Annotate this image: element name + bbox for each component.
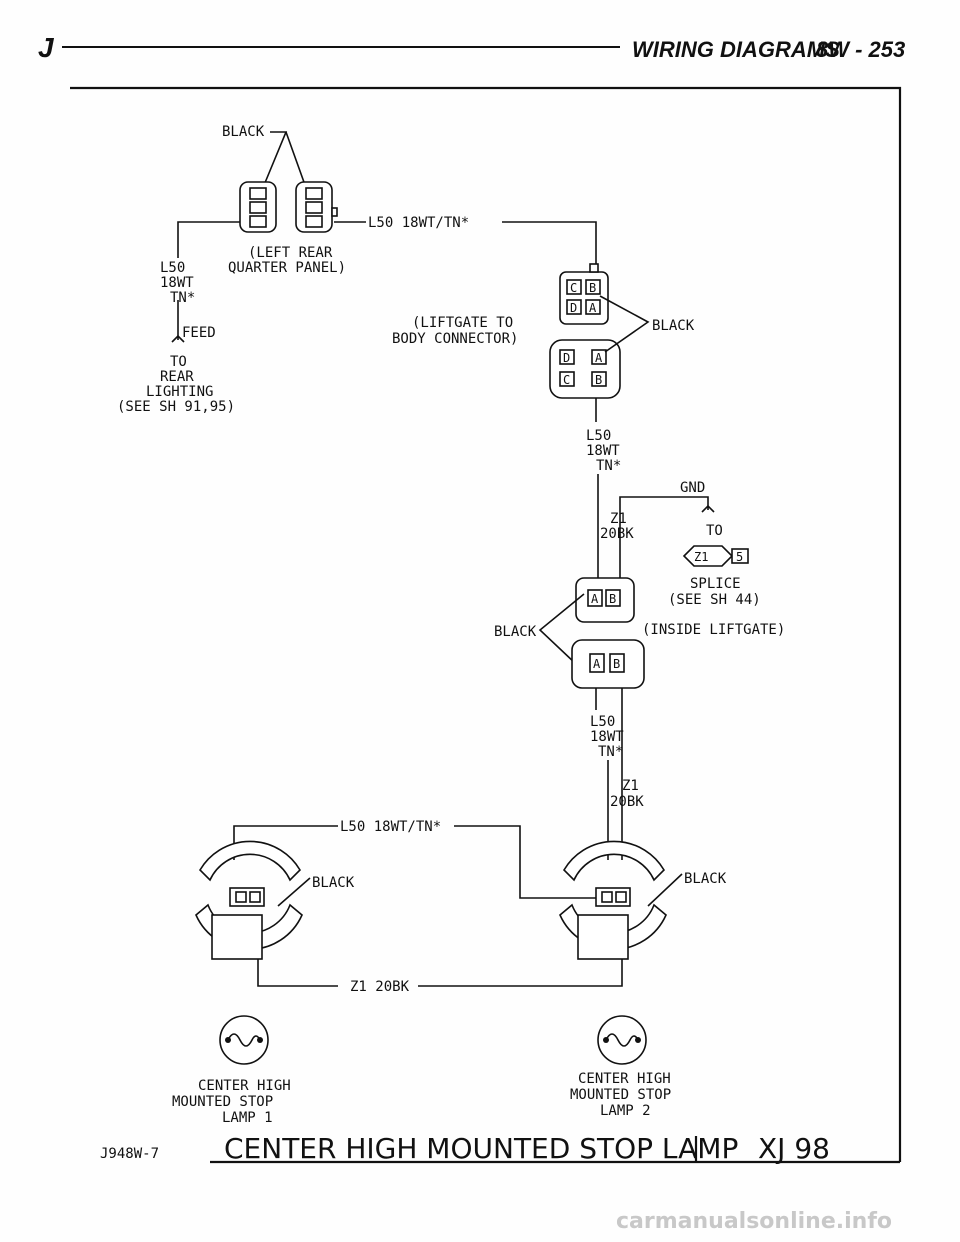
liftgate-label-1: (LIFTGATE TO [412,315,513,331]
svg-text:5: 5 [736,550,743,564]
frame-border [70,86,902,1162]
gnd-label: GND [680,480,705,496]
l50-mid-label-1: L50 [586,428,611,444]
svg-text:B: B [595,373,602,387]
leader-black-liftgate [599,295,650,353]
l50-low-label-3: TN* [598,744,623,760]
footer-model: XJ 98 [758,1132,830,1165]
svg-text:D: D [563,351,570,365]
to-splice-label: TO [706,523,723,539]
gnd-arrow [701,504,715,513]
svg-text:A: A [589,301,597,315]
to-rear-label-4: (SEE SH 91,95) [117,399,235,415]
svg-text:Z1: Z1 [694,550,708,564]
leader-black-mid [538,593,585,665]
left-quarter-connector-a [239,181,277,233]
to-rear-label-3: LIGHTING [146,384,213,400]
inside-liftgate-label: (INSIDE LIFTGATE) [642,622,785,638]
feed-arrow [171,334,185,343]
l50-low-label-1: L50 [590,714,615,730]
wire-l50-top-right [502,221,597,266]
liftgate-body-connector-upper: C B D A [559,263,609,325]
l50-left-label-2: 18WT [160,275,194,291]
wire-z1-bottom-left [257,959,338,987]
liftgate-label-2: BODY CONNECTOR) [392,331,518,347]
splice-label-2: (SEE SH 44) [668,592,761,608]
inside-liftgate-connector-upper: A B [575,577,635,623]
watermark: carmanualsonline.info [616,1209,892,1234]
svg-text:B: B [609,592,616,606]
svg-text:C: C [563,373,570,387]
lamp1-bulb-icon [219,1015,269,1065]
svg-text:A: A [595,351,603,365]
footer-title: CENTER HIGH MOUNTED STOP LAMP [224,1132,738,1165]
black-label-lamp1: BLACK [312,875,355,891]
to-rear-label-2: REAR [160,369,194,385]
left-rear-label-2: QUARTER PANEL) [228,260,346,276]
lamp2-socket [559,840,667,960]
left-quarter-connector-b [295,181,338,233]
z1-low-label-1: Z1 [622,778,639,794]
l50-left-label-3: TN* [170,290,195,306]
header-title: WIRING DIAGRAMS [632,37,840,62]
svg-text:B: B [613,657,620,671]
z1-low-label-2: 20BK [610,794,644,810]
wire-z1-bottom-right [418,959,623,987]
lamp2-label-1: CENTER HIGH [578,1071,671,1087]
svg-text:A: A [593,657,601,671]
lamp1-label-2: MOUNTED STOP [172,1094,273,1110]
wire-l50-left [177,221,240,258]
z1-label-2: 20BK [600,526,634,542]
svg-text:B: B [589,281,596,295]
feed-label: FEED [182,325,216,341]
circuit-label-top: L50 18WT/TN* [368,215,469,231]
svg-text:C: C [570,281,577,295]
z1-label-1: Z1 [610,511,627,527]
black-label-liftgate: BLACK [652,318,695,334]
splice-z1-5: Z1 5 [682,545,749,567]
lamp1-label-1: CENTER HIGH [198,1078,291,1094]
leader-black-lamp2 [647,873,683,907]
header-page-number: 8W - 253 [816,37,905,62]
lamp1-socket [195,840,303,960]
header-letter: J [38,32,55,63]
inside-liftgate-connector-lower: A B [571,639,645,689]
splice-label-1: SPLICE [690,576,741,592]
black-label-lamp2: BLACK [684,871,727,887]
l50-mid-label-2: 18WT [586,443,620,459]
l50-low-label-2: 18WT [590,729,624,745]
lamp2-label-2: MOUNTED STOP [570,1087,671,1103]
footer-code: J948W-7 [100,1146,159,1162]
l50-left-label-1: L50 [160,260,185,276]
svg-text:A: A [591,592,599,606]
to-rear-label-1: TO [170,354,187,370]
black-label-mid: BLACK [494,624,537,640]
circuit-label-low: L50 18WT/TN* [340,819,441,835]
wire-l50-cross-right [454,825,600,899]
l50-mid-label-3: TN* [596,458,621,474]
lamp1-label-3: LAMP 1 [222,1110,273,1126]
svg-text:D: D [570,301,577,315]
wire-z1-gnd [619,496,709,580]
z1-bottom-label: Z1 20BK [350,979,410,995]
lamp2-bulb-icon [597,1015,647,1065]
liftgate-body-connector-lower: D A C B [549,339,621,399]
leader-black-lamp1 [277,877,311,907]
lamp2-label-3: LAMP 2 [600,1103,651,1119]
black-label-top: BLACK [222,124,265,140]
left-rear-label-1: (LEFT REAR [248,245,333,261]
leader-black-2 [285,131,306,186]
